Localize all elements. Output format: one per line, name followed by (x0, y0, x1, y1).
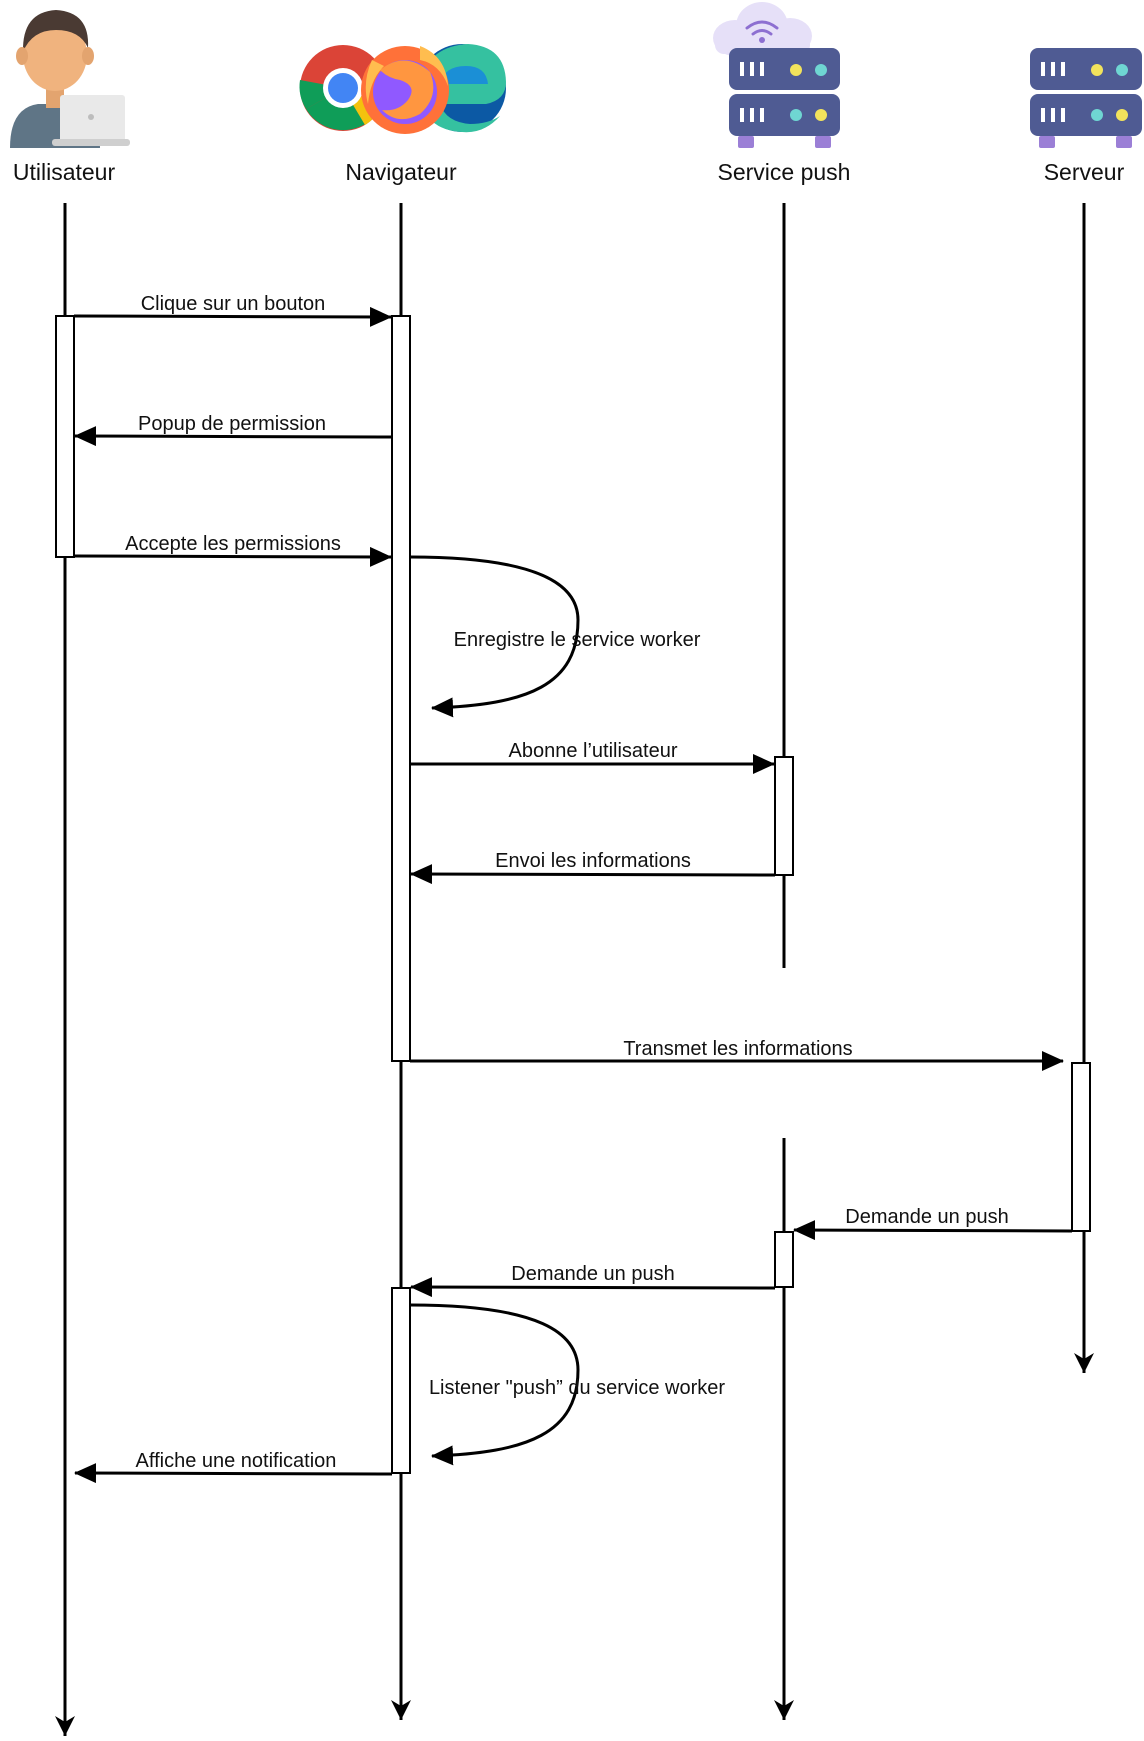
chrome-icon (299, 45, 387, 131)
actor-label-service-push: Service push (718, 159, 851, 185)
actor-label-serveur: Serveur (1044, 159, 1125, 185)
message-arrow-1 (73, 306, 392, 327)
actor-label-utilisateur: Utilisateur (13, 159, 116, 185)
message-label-9: Demande un push (511, 1263, 674, 1285)
message-arrow-11 (74, 1463, 393, 1484)
server-icon (1030, 48, 1142, 148)
message-label-6: Envoi les informations (495, 850, 691, 872)
message-label-2: Popup de permission (138, 413, 326, 435)
message-arrow-6 (410, 864, 776, 885)
message-arrow-2 (74, 426, 393, 447)
message-label-11: Affiche une notification (136, 1450, 337, 1472)
message-arrow-4 (409, 555, 580, 718)
message-label-7: Transmet les informations (623, 1038, 852, 1060)
actor-label-navigateur: Navigateur (345, 159, 457, 185)
activation-service-push-1 (774, 756, 794, 876)
activation-navigateur-2 (391, 1287, 411, 1474)
activation-service-push-2 (774, 1231, 794, 1288)
message-arrow-3 (73, 546, 392, 567)
message-arrow-10 (409, 1303, 580, 1466)
activation-navigateur-1 (391, 315, 411, 1062)
activation-utilisateur (55, 315, 75, 558)
message-label-3: Accepte les permissions (125, 533, 341, 555)
firefox-icon (361, 46, 449, 134)
message-label-1: Clique sur un bouton (141, 293, 326, 315)
cloud-server-icon (713, 2, 840, 148)
activation-serveur (1071, 1062, 1091, 1232)
message-arrow-9 (410, 1277, 776, 1298)
message-label-8: Demande un push (845, 1206, 1008, 1228)
user-laptop-icon (10, 10, 130, 148)
message-label-5: Abonne l’utilisateur (509, 740, 678, 762)
browsers-icon (299, 44, 506, 134)
message-arrow-8 (793, 1220, 1073, 1241)
message-label-10: Listener "push” du service worker (429, 1377, 725, 1399)
message-label-4: Enregistre le service worker (454, 629, 701, 651)
